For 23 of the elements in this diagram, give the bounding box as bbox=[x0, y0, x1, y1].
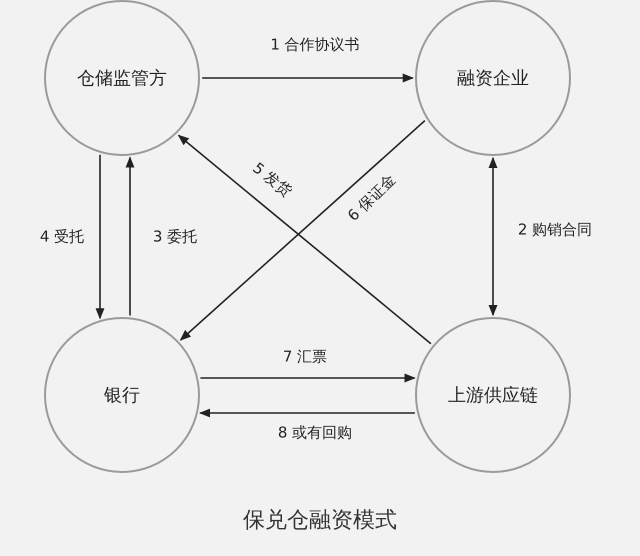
entity-name: 融资企业 bbox=[457, 67, 529, 90]
edge-label: 1 合作协议书 bbox=[270, 36, 360, 54]
edge-label: 8 或有回购 bbox=[278, 424, 352, 442]
entity-circle bbox=[44, 317, 200, 473]
caption: 保兑仓融资模式 bbox=[242, 507, 398, 535]
edge-label: 4 受托 bbox=[40, 228, 84, 246]
arrow bbox=[200, 374, 416, 382]
arrow bbox=[96, 154, 104, 320]
entity-circle bbox=[44, 0, 200, 156]
edge-label: 5 发货 bbox=[248, 158, 296, 202]
edge-label: 6 保证金 bbox=[344, 170, 400, 226]
arrow bbox=[202, 74, 414, 82]
edge-label: 7 汇票 bbox=[282, 348, 328, 366]
entity-name: 银行 bbox=[104, 384, 140, 407]
edge-label: 3 委托 bbox=[152, 228, 198, 246]
arrow bbox=[126, 156, 134, 316]
arrow bbox=[488, 156, 498, 316]
entity-name: 上游供应链 bbox=[448, 384, 538, 407]
entity-circle bbox=[415, 317, 571, 473]
entity-name: 仓储监管方 bbox=[77, 67, 167, 90]
arrow bbox=[198, 408, 415, 418]
edge-label: 2 购销合同 bbox=[518, 220, 592, 240]
entity-circle bbox=[415, 0, 571, 156]
